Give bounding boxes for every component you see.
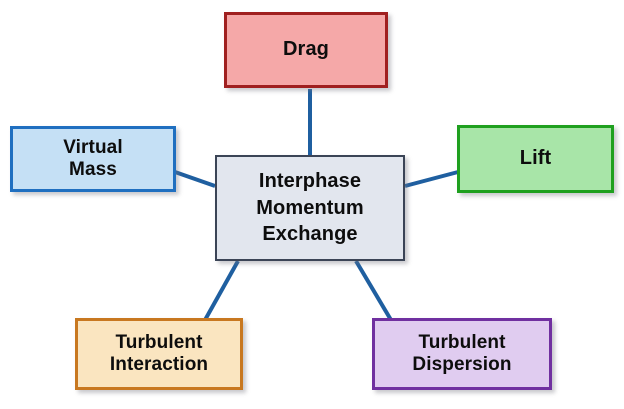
node-lift-label: Lift	[519, 147, 552, 170]
connector-center-to-turbulent-dispersion	[354, 259, 393, 322]
node-lift[interactable]: Lift	[457, 125, 614, 193]
node-interphase-momentum-exchange-label: Interphase Momentum Exchange	[256, 170, 364, 246]
connector-center-to-lift	[404, 170, 459, 188]
node-turbulent-dispersion[interactable]: Turbulent Dispersion	[372, 318, 552, 390]
node-virtual-mass-label: Virtual Mass	[63, 136, 123, 180]
node-drag-label: Drag	[283, 38, 329, 61]
node-turbulent-dispersion-label: Turbulent Dispersion	[412, 331, 512, 375]
node-turbulent-interaction-label: Turbulent Interaction	[109, 331, 209, 375]
connector-center-to-virtual-mass	[174, 170, 216, 188]
node-interphase-momentum-exchange[interactable]: Interphase Momentum Exchange	[215, 155, 405, 261]
node-turbulent-interaction[interactable]: Turbulent Interaction	[75, 318, 243, 390]
connector-center-to-turbulent-interaction	[203, 260, 240, 321]
node-virtual-mass[interactable]: Virtual Mass	[10, 126, 176, 192]
node-drag[interactable]: Drag	[224, 12, 388, 88]
